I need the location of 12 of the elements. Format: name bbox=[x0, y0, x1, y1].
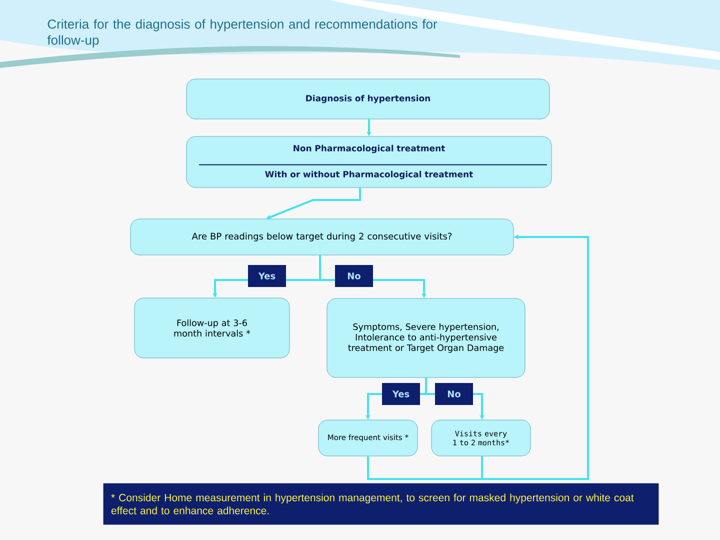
edge-label: Yes bbox=[248, 265, 286, 287]
arrow bbox=[266, 188, 361, 220]
process-box: Non Pharmacological treatment With or without Pharmacological treatment bbox=[186, 136, 552, 188]
footnote-box: * Consider Home measurement in hypertension management, to screen for masked hypertension or white coat effect and to enhance adherence. bbox=[103, 483, 659, 525]
decision-box: Are BP readings below target during 2 consecutive visits? bbox=[130, 218, 514, 256]
edge-label: No bbox=[435, 383, 473, 405]
edge-label: No bbox=[335, 265, 373, 287]
edge-label: Yes bbox=[382, 383, 420, 405]
title: Criteria for the diagnosis of hypertension and recommendations for follow-up bbox=[47, 19, 438, 48]
process-box: Diagnosis of hypertension bbox=[186, 78, 550, 120]
process-box: Symptoms, Severe hypertension, Intolerance to anti-hypertensive treatment or Target Organ Damage bbox=[326, 298, 526, 378]
process-box: Follow-up at 3-6 month intervals * bbox=[134, 298, 290, 358]
